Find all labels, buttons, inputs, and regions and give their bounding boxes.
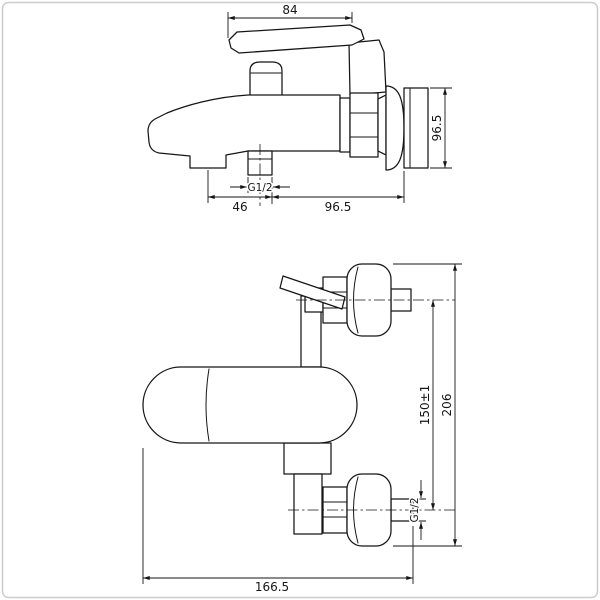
- dim-label-handle-length: 84: [282, 3, 297, 17]
- extension-lines-flange-height: [430, 87, 452, 169]
- extension-lines-overall-height: [393, 263, 462, 547]
- cone-adapter: [377, 94, 387, 156]
- dim-label-inlet-spacing: 150±1: [418, 385, 432, 426]
- escutcheon: [385, 85, 405, 171]
- hex-nut-facets: [349, 112, 379, 138]
- top-escutcheon-curve: [353, 266, 359, 334]
- bottom-hex-nut-facets: [322, 501, 348, 518]
- handle-lever-top: [279, 275, 346, 310]
- connector-ring: [339, 97, 351, 153]
- installation-view-dimensions: 150±1 206 G1/2 166.5: [142, 263, 462, 596]
- dim-label-spout-to-outlet: 46: [232, 200, 247, 214]
- extension-lines-inlet-thread: [413, 498, 426, 522]
- handle-lever: [228, 24, 365, 54]
- mixer-body-seam: [205, 368, 210, 442]
- dim-label-outlet-to-wall: 96.5: [325, 200, 352, 214]
- mixer-body: [142, 366, 358, 444]
- body-and-spout: [147, 94, 341, 169]
- dim-label-overall-width: 166.5: [255, 580, 289, 594]
- dim-label-inlet-thread: G1/2: [409, 497, 421, 522]
- installation-view: [142, 263, 414, 547]
- diverter-knob: [249, 61, 283, 97]
- side-view-dimensions: 84 96.5 G1/2 46 96.5: [207, 2, 452, 216]
- side-view: [147, 24, 429, 176]
- dim-label-flange-height: 96.5: [430, 115, 444, 142]
- extension-lines-outlet-thread: [247, 177, 273, 204]
- wall-plate: [403, 87, 429, 169]
- outlet-pipe-upper: [283, 442, 332, 475]
- dim-label-outlet-thread: G1/2: [247, 182, 272, 194]
- hex-nut: [349, 92, 379, 158]
- dim-label-overall-height: 206: [440, 394, 454, 417]
- extension-lines-overall-width: [142, 448, 414, 584]
- handle-column: [348, 39, 387, 96]
- shower-outlet-stub: [247, 150, 273, 176]
- extension-lines-bottom-chain: [207, 170, 405, 203]
- outlet-pipe-lower: [293, 473, 323, 535]
